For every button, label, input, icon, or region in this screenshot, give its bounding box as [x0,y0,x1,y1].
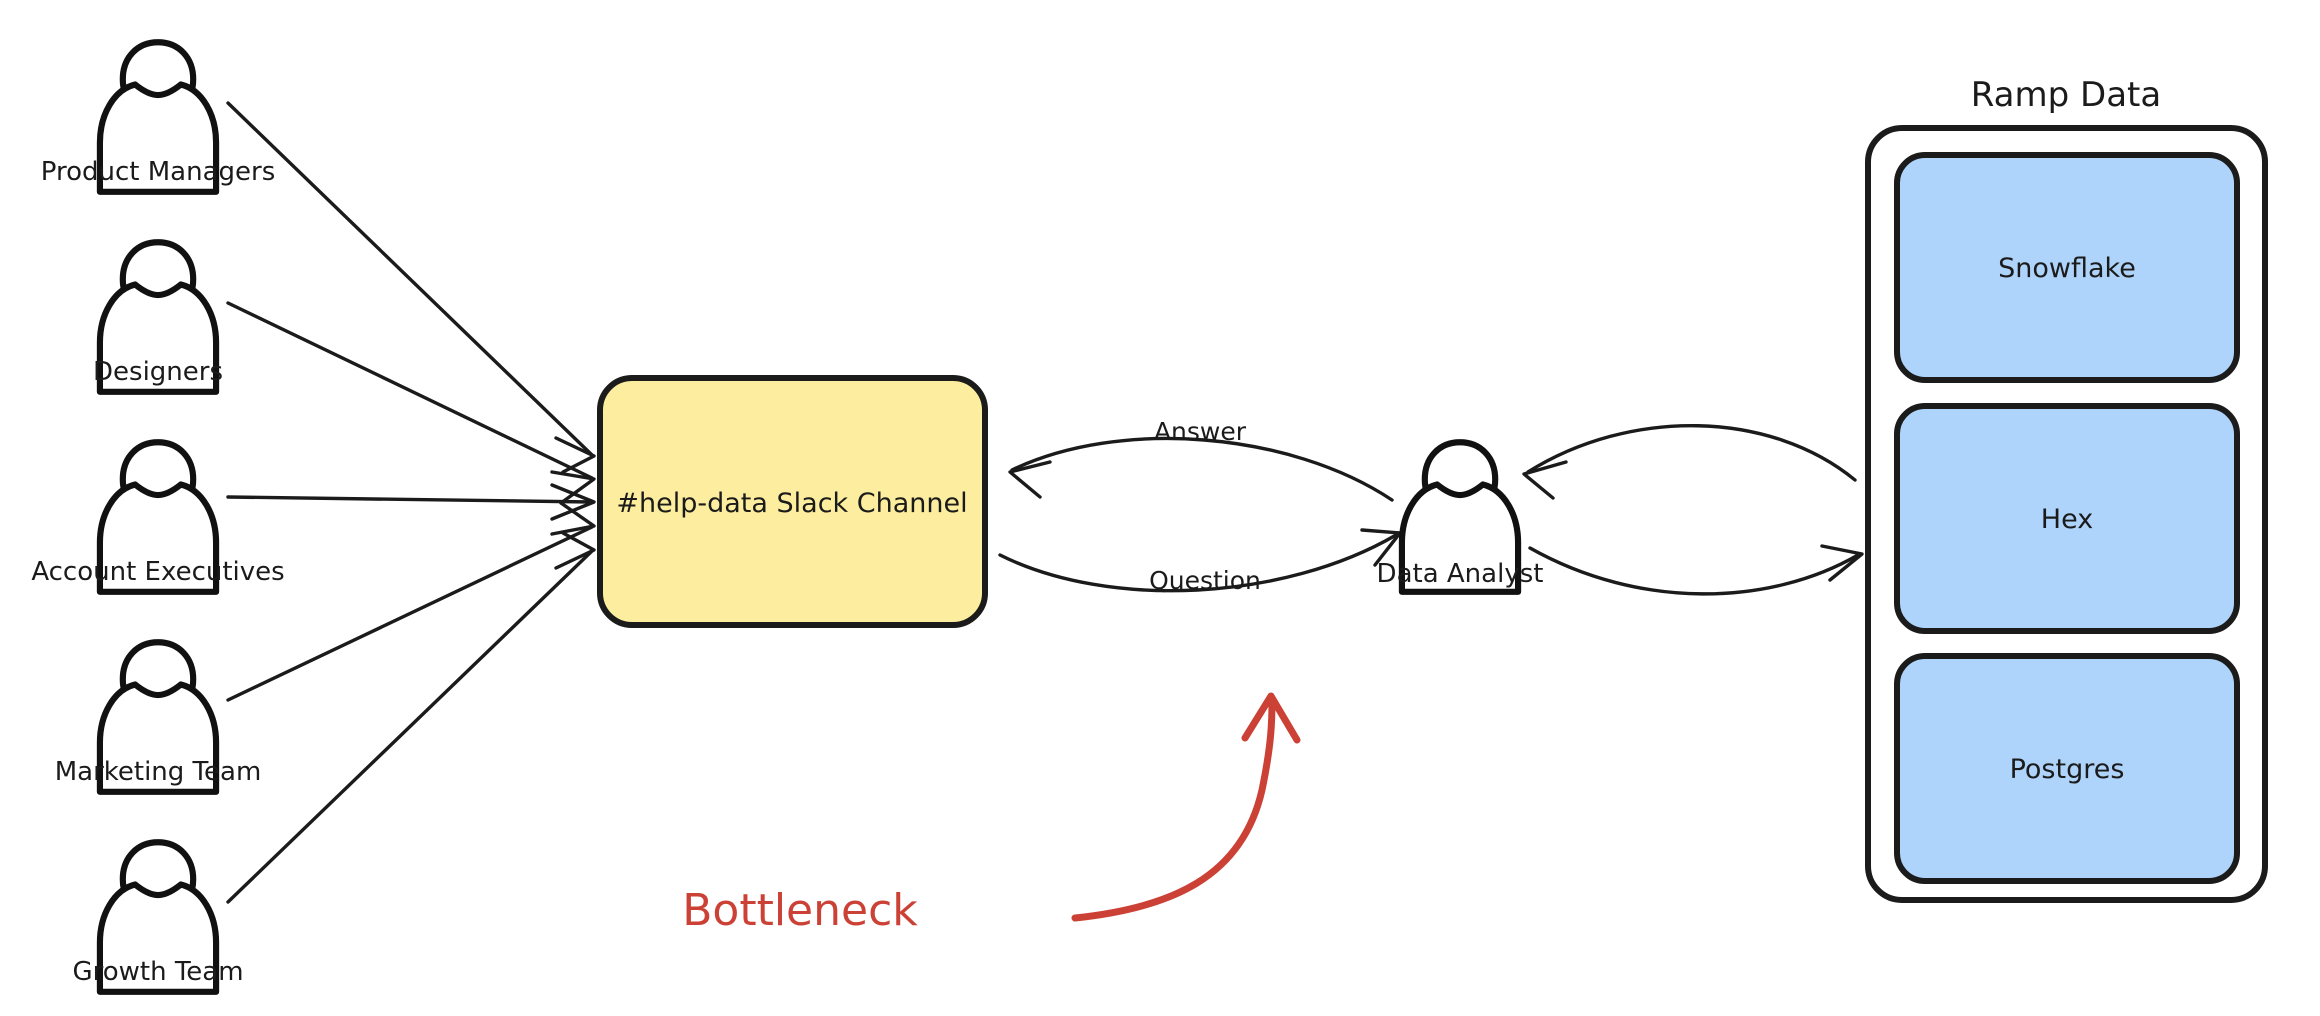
requester-label: Product Managers [41,157,276,187]
data-analyst-node[interactable]: Data Analyst [1377,442,1544,592]
datastore-postgres[interactable]: Postgres [1894,653,2240,884]
slack-channel-box [597,375,988,628]
arrow-marketing-team-to-slack [226,501,596,702]
slack-channel-label: #help-data Slack Channel [616,488,967,519]
arrow-growth-team-to-slack [226,531,596,904]
requester-growth-team[interactable]: Growth Team [72,842,244,992]
requester-label: Growth Team [72,957,243,987]
requester-product-managers[interactable]: Product Managers [41,42,276,192]
arrow-product-managers-to-slack [226,101,596,474]
arrow-designers-to-slack [226,301,596,505]
datastore-label: Snowflake [1998,253,2136,284]
requester-label: Marketing Team [55,757,262,787]
requester-label: Designers [93,357,223,387]
datastore-label: Postgres [2010,754,2125,785]
requester-account-executives[interactable]: Account Executives [31,442,285,592]
requester-designers[interactable]: Designers [93,242,223,392]
requester-to-slack-arrows [226,101,596,904]
datastore-label: Hex [2041,504,2093,535]
datastore-hex[interactable]: Hex [1894,403,2240,634]
bottleneck-label: Bottleneck [682,885,918,936]
datastore-box [1894,653,2240,884]
edge-datastore-to-analyst [1522,424,1857,500]
edge-question: Question [998,528,1402,595]
requester-label: Account Executives [31,557,284,587]
ramp-data-title: Ramp Data [1971,75,2161,115]
datastore-box [1894,152,2240,383]
datastore-box [1894,403,2240,634]
data-analyst-label: Data Analyst [1377,559,1544,589]
slack-channel-node[interactable]: #help-data Slack Channel [597,375,988,628]
requester-marketing-team[interactable]: Marketing Team [55,642,262,792]
edge-question-label: Question [1149,566,1261,595]
ramp-data-group[interactable]: Ramp Data Snowflake Hex Postgres [1865,75,2268,903]
bottleneck-annotation: Bottleneck [682,692,1301,936]
edge-analyst-to-datastore [1528,544,1864,596]
arrow-account-executives-to-slack [226,483,596,521]
datastore-snowflake[interactable]: Snowflake [1894,152,2240,383]
edge-answer: Answer [1008,417,1394,502]
edge-answer-label: Answer [1154,417,1247,446]
